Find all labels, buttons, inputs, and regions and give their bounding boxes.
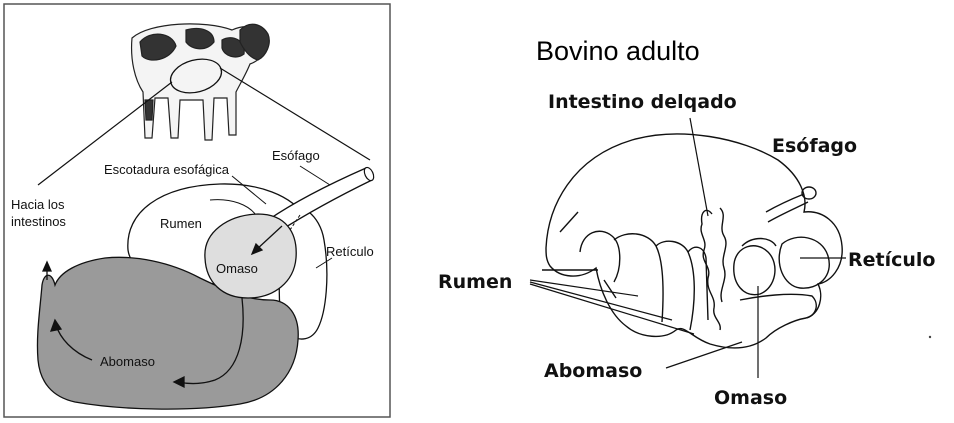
label-esophageal-groove: Escotadura esofágica xyxy=(104,162,230,177)
right-diagram-title: Bovino adulto xyxy=(536,36,700,66)
label-small-intestine: Intestino delqado xyxy=(548,91,737,113)
label-esophagus-left: Esófago xyxy=(272,148,320,163)
abomasum-lower xyxy=(740,294,816,318)
stray-dot xyxy=(929,336,931,338)
leader-small-intestine xyxy=(690,118,708,216)
right-diagram-panel: Bovino adulto xyxy=(438,36,935,409)
esophagus-tube-2 xyxy=(768,202,808,222)
reticulum-circle xyxy=(779,237,829,288)
leader-abomasum-right xyxy=(666,342,742,368)
label-omasum-right: Omaso xyxy=(714,387,787,409)
label-omasum-left: Omaso xyxy=(216,261,258,276)
esophagus-tube xyxy=(766,194,804,212)
label-to-intestines-line1: Hacia los xyxy=(11,197,65,212)
adult-stomach-outline xyxy=(542,134,842,348)
label-to-intestines-line2: intestinos xyxy=(11,214,66,229)
omasum-circle xyxy=(734,246,775,295)
left-diagram-panel: Hacia los intestinos Escotadura esofágic… xyxy=(4,4,390,417)
label-rumen-right: Rumen xyxy=(438,271,512,293)
label-reticulum-left: Retículo xyxy=(326,244,374,259)
label-reticulum-right: Retículo xyxy=(848,249,935,271)
label-abomasum-left: Abomaso xyxy=(100,354,155,369)
label-esophagus-right: Esófago xyxy=(772,135,857,157)
rumen-tick-1 xyxy=(560,212,578,232)
right-leader-lines xyxy=(530,118,846,378)
calf-leg-patch xyxy=(145,100,153,120)
label-rumen-left: Rumen xyxy=(160,216,202,231)
small-intestine-coil xyxy=(701,210,720,330)
small-intestine-coil-2 xyxy=(720,208,726,302)
omasum-shape xyxy=(205,214,296,298)
rumen-segment-2 xyxy=(614,234,663,322)
leader-rumen-1 xyxy=(530,280,638,296)
stomach-outer-outline xyxy=(546,134,842,348)
rumen-tick-3 xyxy=(604,280,616,298)
omasum-circle-2 xyxy=(742,239,776,247)
label-abomasum-right: Abomaso xyxy=(544,360,642,382)
